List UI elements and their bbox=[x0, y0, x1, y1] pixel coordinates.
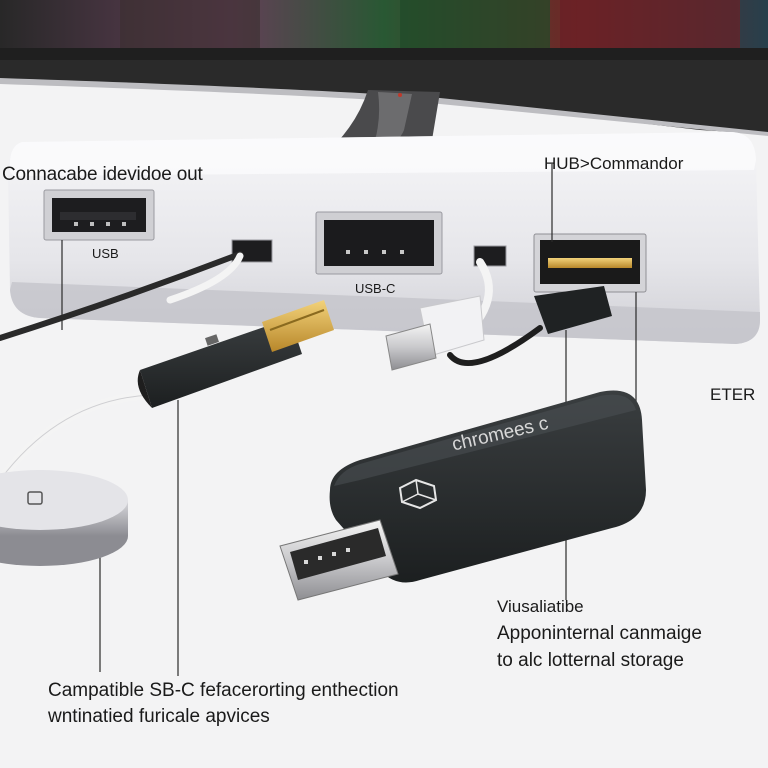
chromecast-logo-icon bbox=[398, 478, 438, 510]
cables bbox=[0, 251, 543, 484]
eter-label: ETER bbox=[710, 385, 756, 404]
visual-caption-line-1: Viusaliatibe bbox=[497, 597, 584, 616]
puck-device bbox=[0, 470, 128, 566]
black-connector-right bbox=[534, 286, 612, 334]
compatibility-caption-line-1: Campatible SB-C fefacerorting enthection bbox=[48, 680, 399, 701]
usb-c-port bbox=[315, 211, 443, 275]
usb-port-label: USB bbox=[92, 246, 119, 261]
commandor-label: HUB>Commandor bbox=[544, 154, 684, 173]
usb-a-connector-white bbox=[385, 295, 485, 371]
leader-lines bbox=[61, 164, 637, 676]
puck-logo-icon bbox=[27, 491, 43, 505]
visual-caption-line-2: Apponinternal canmaige bbox=[497, 623, 702, 644]
monitor bbox=[0, 0, 768, 136]
hub-title-label: Connacabe idevidoe out bbox=[2, 164, 203, 185]
visual-caption-line-3: to alc lotternal storage bbox=[497, 650, 684, 671]
usb-c-dongle bbox=[279, 390, 646, 601]
usbc-port-label: USB-C bbox=[355, 281, 396, 296]
usb-a-port bbox=[43, 189, 155, 241]
gold-port bbox=[533, 233, 647, 293]
usb-a-connector-black bbox=[137, 300, 334, 408]
compatibility-caption-line-2: wntinatied furicale apvices bbox=[48, 706, 270, 727]
